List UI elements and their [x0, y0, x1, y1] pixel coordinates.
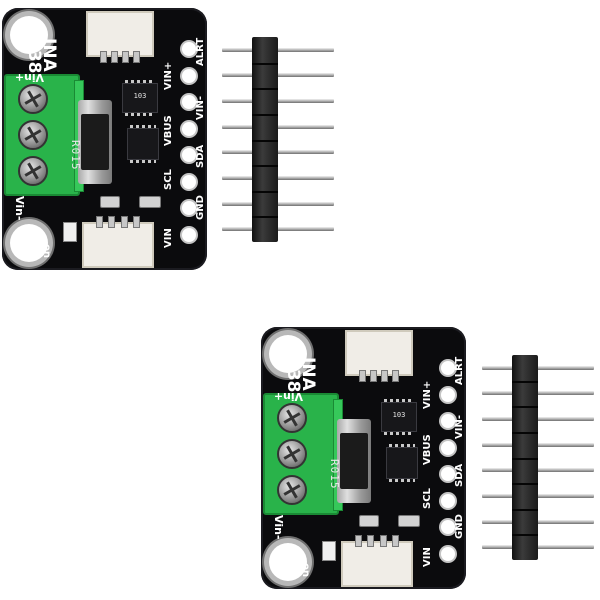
led-label: on	[300, 563, 311, 577]
pin-label-vin-plus: VIN+	[422, 380, 433, 409]
ina238-chip	[127, 125, 159, 163]
screw-icon	[277, 475, 307, 505]
screw-icon	[18, 120, 48, 150]
pin-label-vin-plus: VIN+	[163, 61, 174, 90]
stemma-connector-top	[86, 11, 154, 63]
header-pin	[482, 391, 594, 396]
screw-icon	[18, 156, 48, 186]
header-pin	[482, 519, 594, 524]
pin-label-vin: VIN	[163, 228, 174, 248]
vin-minus-label: Vin-	[13, 196, 26, 221]
stemma-connector-bottom	[341, 535, 413, 587]
vin-minus-label: Vin-	[272, 515, 285, 540]
mounting-hole	[269, 543, 307, 581]
led-label: on	[41, 244, 52, 258]
header-pin	[222, 99, 334, 104]
smd-component	[139, 196, 161, 208]
pin-pads	[438, 361, 458, 573]
stemma-connector-bottom	[82, 216, 154, 268]
screw-icon	[277, 403, 307, 433]
pin-label-vbus: VBUS	[163, 115, 174, 146]
header-pin	[222, 227, 334, 232]
smd-component	[398, 515, 420, 527]
pin-label-sda: SDA	[454, 463, 465, 487]
pin-label-scl: SCL	[422, 488, 433, 509]
header-pin	[482, 365, 594, 370]
header-pin	[222, 175, 334, 180]
pin-label-gnd: GND	[195, 195, 206, 220]
header-pin	[222, 124, 334, 129]
header-pin	[482, 545, 594, 550]
pin-label-vin-minus: VIN-	[195, 96, 206, 120]
pin-header-bottom	[482, 355, 594, 560]
screw-terminal	[4, 74, 84, 196]
pin-label-vin-minus: VIN-	[454, 415, 465, 439]
header-pin	[222, 201, 334, 206]
chip-marking: 103	[392, 411, 406, 419]
pin-label-alrt: ALRT	[195, 37, 206, 66]
screw-terminal	[263, 393, 343, 515]
chip-marking: 103	[133, 92, 147, 100]
resistor-chip: 103	[122, 80, 158, 116]
pin-pads	[179, 42, 199, 254]
header-pin	[222, 47, 334, 52]
mounting-hole	[269, 335, 307, 373]
shunt-resistor: R015	[328, 419, 371, 503]
pin-header-top	[222, 37, 334, 242]
stemma-connector-top	[345, 330, 413, 382]
pin-label-vin: VIN	[422, 547, 433, 567]
resistor-chip: 103	[381, 399, 417, 435]
power-led	[63, 222, 77, 242]
vin-plus-label: Vin+	[14, 71, 44, 84]
pin-label-scl: SCL	[163, 169, 174, 190]
pin-label-gnd: GND	[454, 514, 465, 539]
shunt-marking: R015	[328, 459, 341, 490]
header-pin	[482, 442, 594, 447]
header-pin	[482, 493, 594, 498]
mounting-hole	[10, 16, 48, 54]
pin-label-vbus: VBUS	[422, 434, 433, 465]
power-led	[322, 541, 336, 561]
smd-component	[359, 515, 379, 527]
shunt-resistor: R015	[69, 100, 112, 184]
ina238-chip	[386, 444, 418, 482]
screw-icon	[18, 84, 48, 114]
header-pin	[482, 468, 594, 473]
screw-icon	[277, 439, 307, 469]
header-pin	[482, 417, 594, 422]
pin-label-sda: SDA	[195, 144, 206, 168]
pin-label-alrt: ALRT	[454, 356, 465, 385]
header-pin	[222, 150, 334, 155]
mounting-hole	[10, 224, 48, 262]
smd-component	[100, 196, 120, 208]
header-pin	[222, 73, 334, 78]
vin-plus-label: Vin+	[273, 390, 303, 403]
shunt-marking: R015	[69, 140, 82, 171]
